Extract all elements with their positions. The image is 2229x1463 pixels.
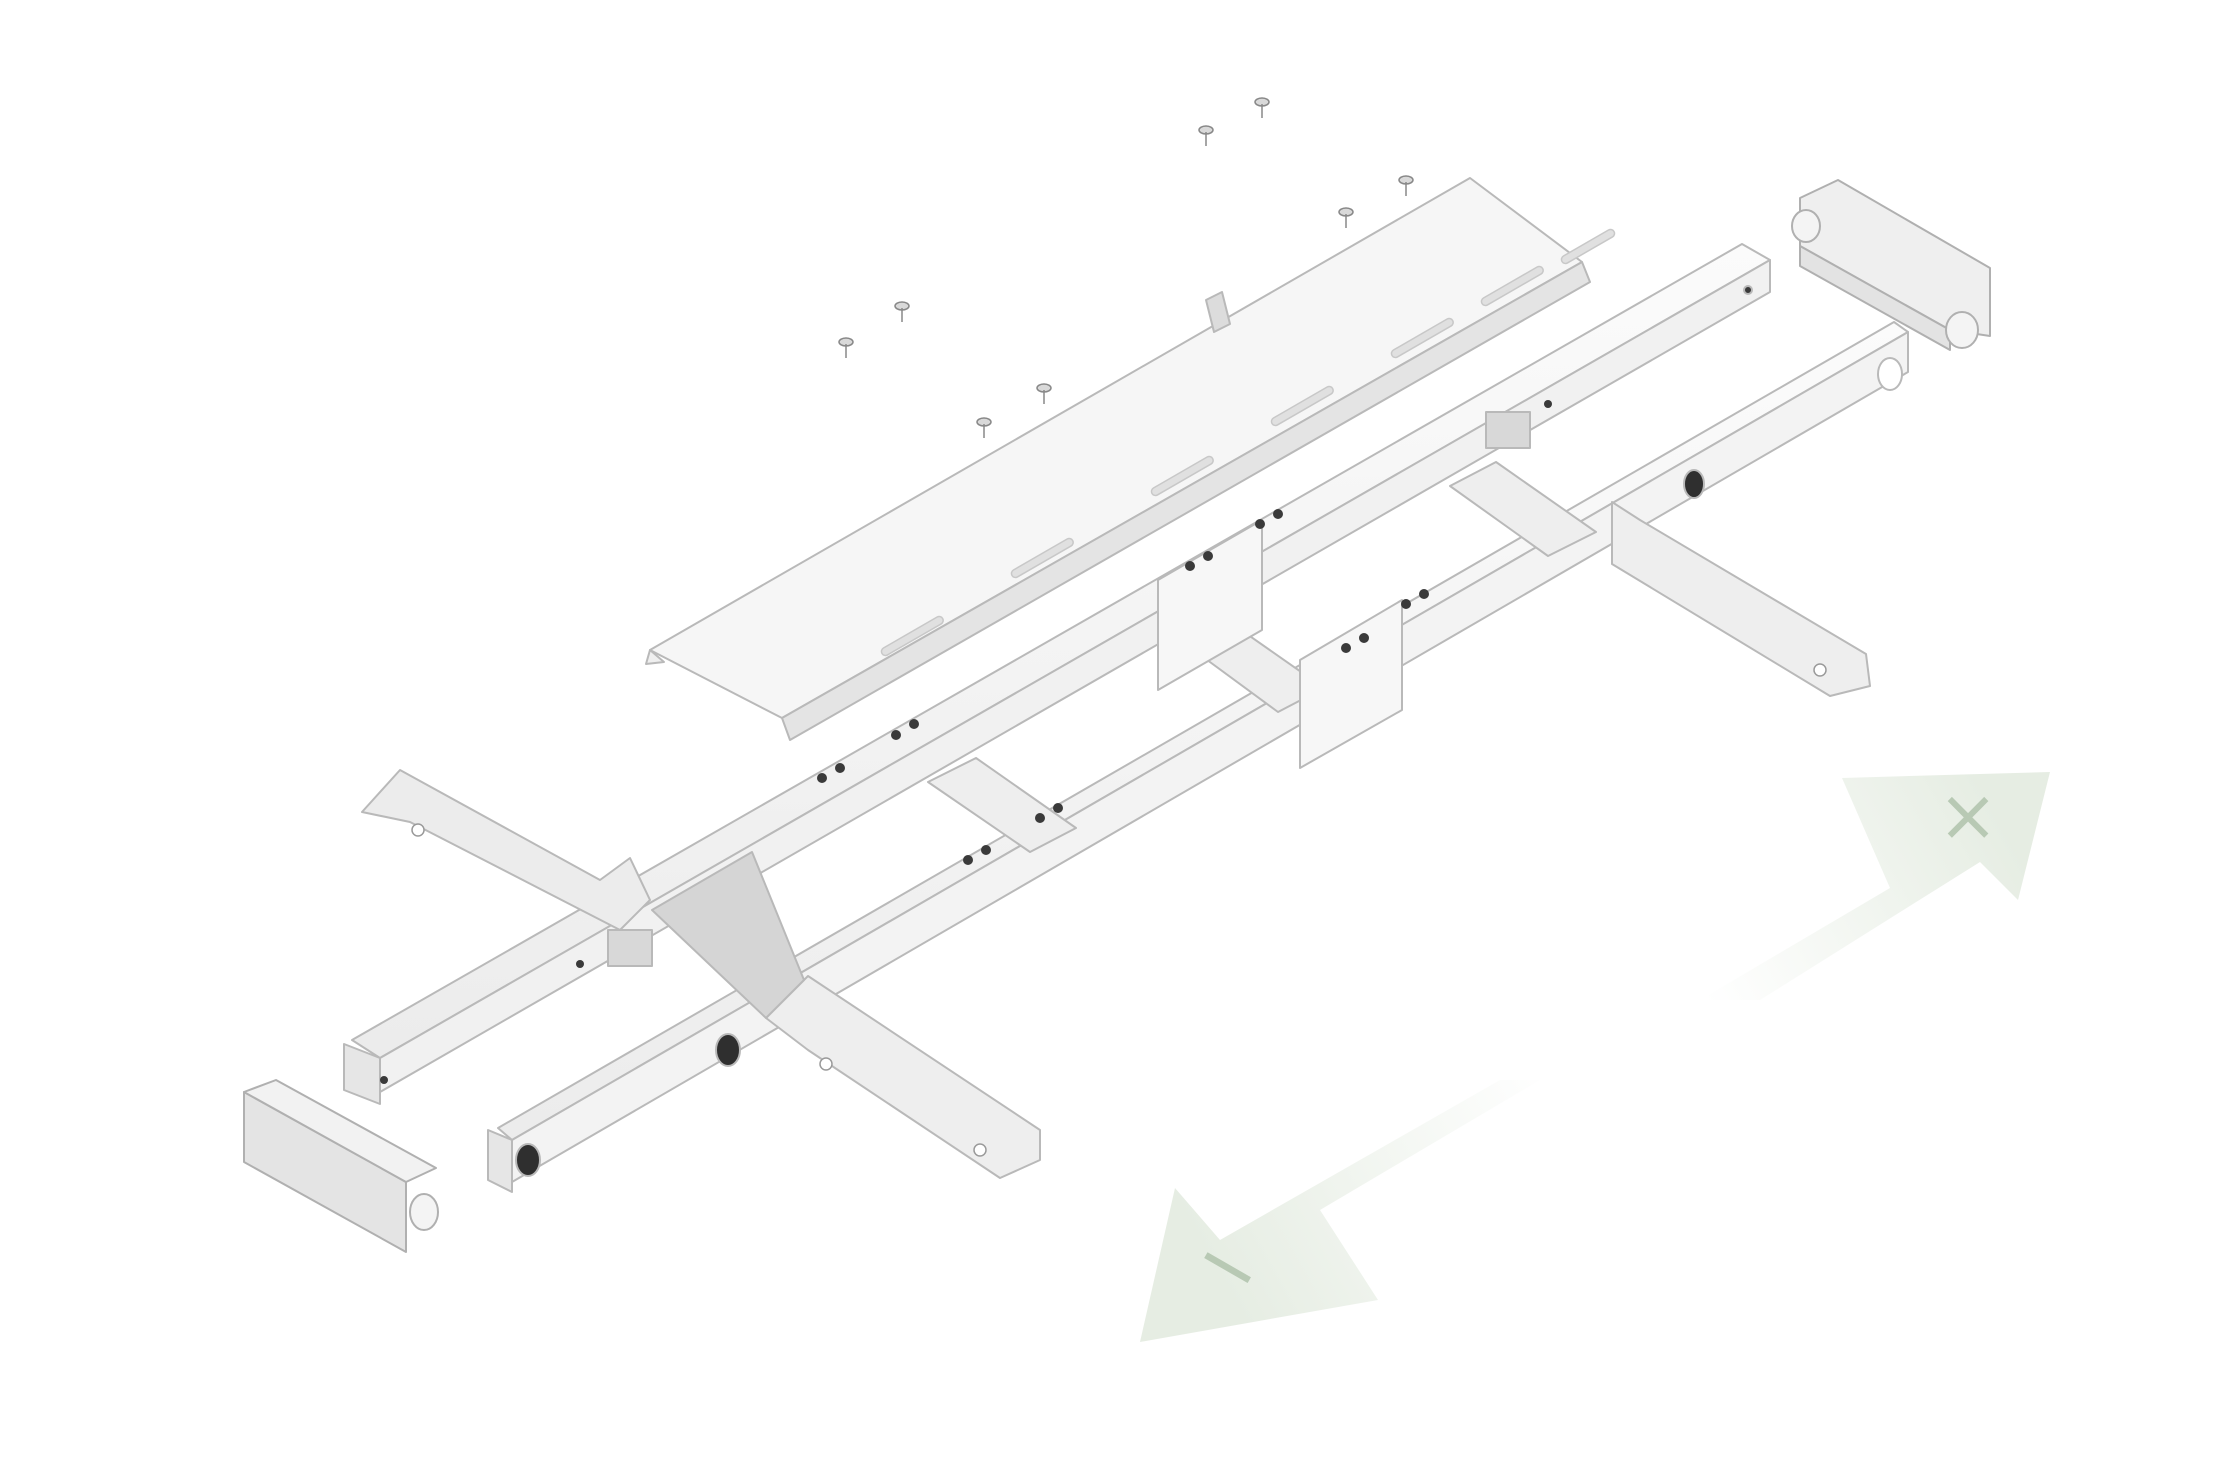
extend-arrow-body [1700,772,2050,1000]
foot-left [361,769,1041,1179]
screw [1338,207,1354,228]
crossbeam-left [927,757,1077,853]
end-cap-left [243,1079,439,1253]
end-cap-left-knob [409,1193,439,1231]
screw [1198,125,1214,146]
sleeve-back [1157,519,1263,691]
foot-right [1611,469,1871,697]
rail-back-side [379,259,1771,1093]
foot-left-rear [361,769,651,931]
foot-left-front [765,975,1041,1179]
rail-front-end [487,1129,513,1193]
end-cap-knob [1945,311,1979,349]
rail-front-rear-port [1877,357,1903,391]
foot-holes [411,663,1827,1157]
foot-left-web [651,851,805,1019]
cable-tray-lip [781,261,1591,741]
screw [1398,175,1414,196]
screw [838,337,854,358]
cable-tray [645,177,1616,741]
motor-bracket-left [607,929,653,967]
retract-arrow: − [1140,1080,1540,1342]
end-cap-right-face [1799,245,1951,351]
mounting-screws [838,97,1414,438]
screw [894,301,910,322]
screw [976,417,992,438]
cable-tray-flange [645,649,665,665]
crossbeams [607,411,1597,967]
end-cap-knob-back [1791,209,1821,243]
rail-back [343,243,1771,1105]
rail-back-end-hole [1743,285,1753,295]
rail-holes [380,400,1552,1084]
plus-mark-icon: × [1938,773,1998,857]
end-cap-left-top [243,1079,437,1183]
tray-slots [880,228,1616,657]
tray-tab [1205,291,1231,333]
extend-arrow: × [1700,772,2050,1000]
retract-arrow-body [1140,1080,1540,1342]
rail-front-end-port [515,1143,541,1177]
foot-right-main [1611,501,1871,697]
sleeve-front [1299,599,1403,769]
screw [1254,97,1270,118]
rail-back-top [351,243,1771,1059]
rail-back-end [343,1043,381,1105]
end-cap-right [1791,179,1991,351]
foot-left-port [715,1033,741,1067]
motor-bracket-right [1485,411,1531,449]
screw [1036,383,1052,404]
foot-right-port [1683,469,1705,499]
crossbeam-right [1449,461,1597,557]
